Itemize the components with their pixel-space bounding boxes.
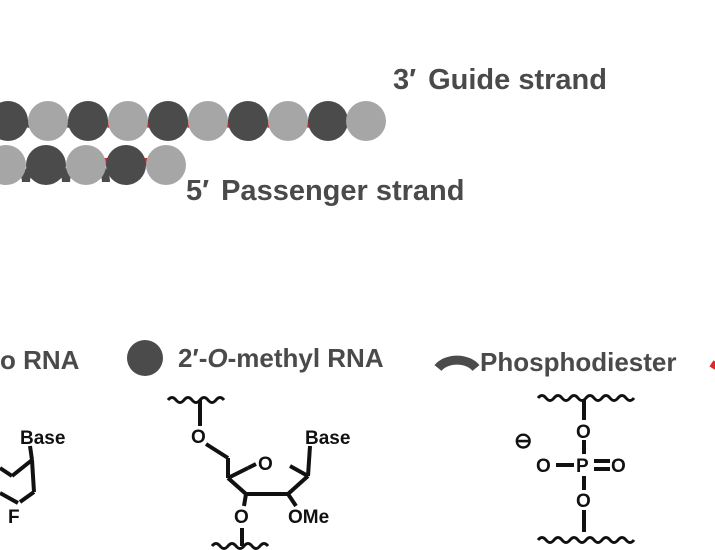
dark-nucleotide [106, 145, 146, 185]
light-nucleotide [346, 101, 386, 141]
methyl-ring-o-label: O [258, 454, 273, 475]
light-nucleotide [108, 101, 148, 141]
phosphate-o-right-label: O [611, 456, 626, 477]
guide-strand-label: 3′ Guide strand [393, 64, 607, 97]
passenger-strand-nucleotides [0, 145, 186, 185]
dark-nucleotide [26, 145, 66, 185]
phosphate-p-label: P [576, 456, 589, 477]
methyl-ome-label: OMe [288, 507, 329, 528]
passenger-strand-text: Passenger strand [221, 175, 465, 207]
methyl-rna-structure [166, 396, 312, 550]
guide-strand-text: Guide strand [428, 64, 607, 96]
fluoro-rna-structure [0, 445, 36, 505]
light-nucleotide [0, 145, 26, 185]
phosphate-o-top-label: O [576, 422, 591, 443]
fluoro-base-label: Base [20, 428, 65, 449]
dark-nucleotide [68, 101, 108, 141]
light-nucleotide [28, 101, 68, 141]
phosphate-structure [536, 394, 636, 544]
phosphodiester-legend-label: Phosphodiester [480, 347, 677, 377]
phosphate-o-bottom-label: O [576, 491, 591, 512]
passenger-prime-label: 5′ [186, 175, 210, 207]
phosphate-o-left-label: O [536, 456, 551, 477]
dark-nucleotide [308, 101, 348, 141]
methyl-rna-legend-label: 2′-O-methyl RNA [178, 343, 384, 373]
guide-prime-label: 3′ [393, 64, 417, 96]
dark-nucleotide [228, 101, 268, 141]
methyl-rna-legend-icon [127, 340, 163, 376]
methyl-o5-label: O [191, 427, 206, 448]
red-linkage-legend-icon [709, 360, 715, 370]
passenger-strand-label: 5′ Passenger strand [186, 175, 464, 208]
methyl-base-label: Base [305, 428, 350, 449]
light-nucleotide [188, 101, 228, 141]
methyl-o3-label: O [234, 507, 249, 528]
dark-nucleotide [148, 101, 188, 141]
fluoro-rna-legend-label: o RNA [0, 345, 80, 375]
light-nucleotide [66, 145, 106, 185]
dark-nucleotide [0, 101, 28, 141]
phosphodiester-legend-icon [434, 355, 480, 372]
light-nucleotide [146, 145, 186, 185]
light-nucleotide [268, 101, 308, 141]
guide-strand-nucleotides [0, 101, 386, 141]
phosphate-charge-label: ⊖ [514, 428, 532, 453]
fluoro-substituent-label: F [8, 507, 20, 528]
